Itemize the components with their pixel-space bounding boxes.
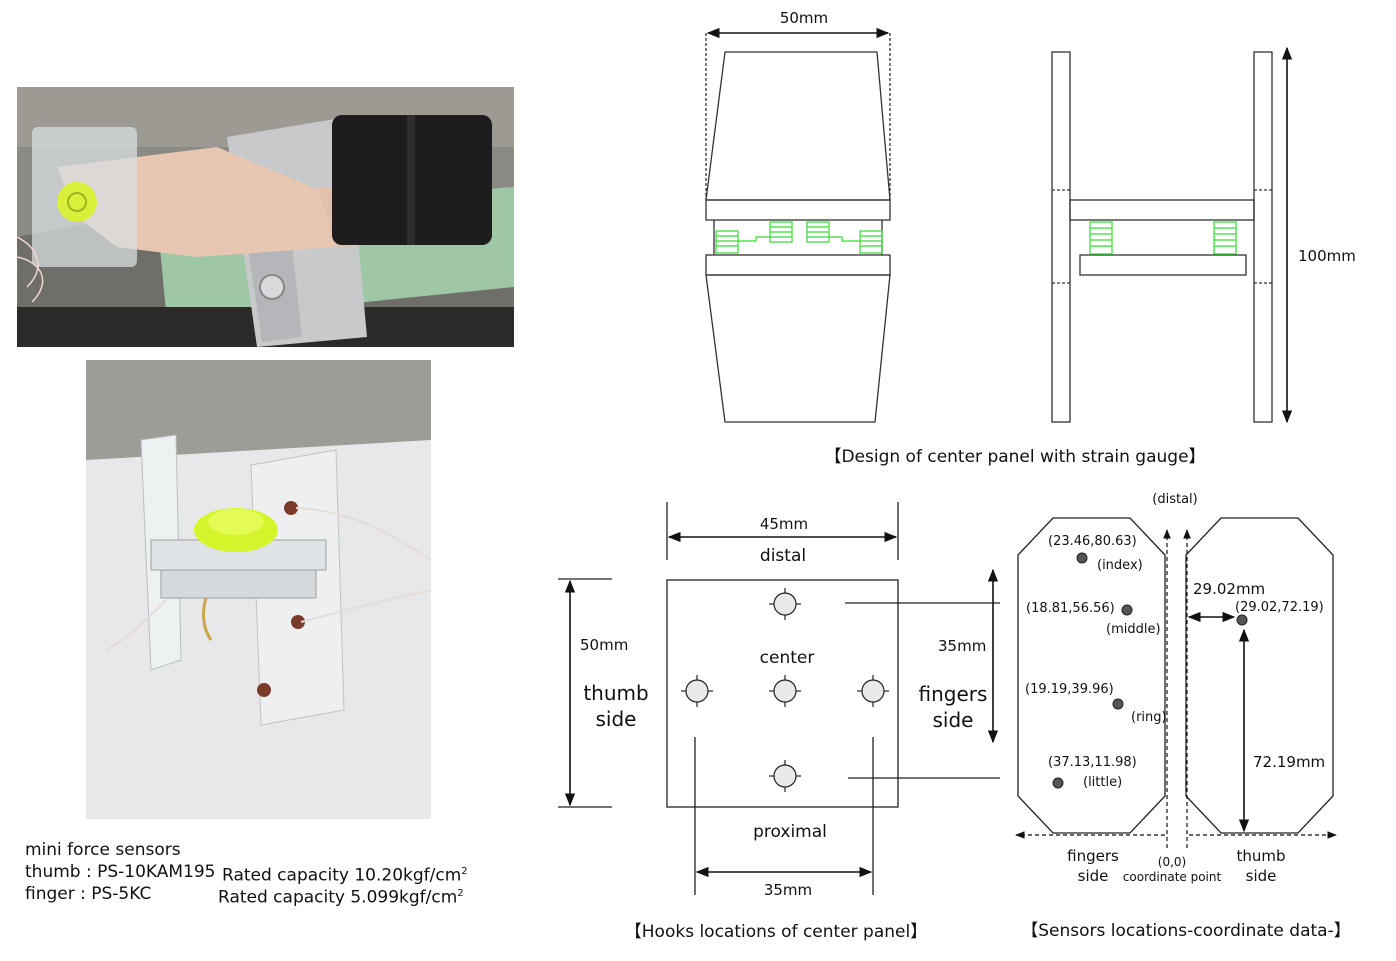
- thumb-side-label-line1: thumb: [583, 681, 648, 705]
- hook-marker-center: [769, 675, 801, 707]
- mini-sensors-title: mini force sensors: [25, 840, 181, 860]
- finger-sensor-row: finger : PS-5KC Rated capacity 5.099kgf/…: [25, 883, 464, 908]
- origin-label: (0,0): [1158, 855, 1186, 869]
- sensor-name-middle: (middle): [1106, 622, 1161, 637]
- finger-sensor-model: finger : PS-5KC: [25, 884, 152, 904]
- dim-35mm-vertical-label: 35mm: [938, 637, 986, 655]
- sensor-dot-little: [1052, 777, 1064, 789]
- hook-marker-left: [681, 675, 713, 707]
- wrist-device-photo: [17, 87, 514, 347]
- sensors-fingers-side-line2: side: [1078, 867, 1109, 885]
- fingers-side-label-line1: fingers: [919, 682, 988, 706]
- sensors-thumb-side-line2: side: [1246, 867, 1277, 885]
- sensor-coord-ring: (19.19,39.96): [1025, 682, 1114, 697]
- sensor-dot-index: [1076, 552, 1088, 564]
- hook-marker-top: [769, 588, 801, 620]
- thumb-sensor-capacity: Rated capacity 10.20kgf/cm2: [222, 865, 468, 886]
- center-label: center: [760, 648, 815, 668]
- proximal-label: proximal: [753, 822, 827, 842]
- mini-force-sensors-spec: mini force sensors thumb : PS-10KAM195 R…: [25, 839, 468, 908]
- sensor-coord-middle: (18.81,56.56): [1026, 601, 1115, 616]
- design-caption: 【Design of center panel with strain gaug…: [824, 447, 1205, 467]
- dim-50mm-vertical-label: 50mm: [580, 636, 628, 654]
- sensor-plates: [1017, 517, 1334, 834]
- sensor-coord-index: (23.46,80.63): [1048, 534, 1137, 549]
- sensor-dot-thumb: [1236, 614, 1248, 626]
- sensor-name-little: (little): [1083, 775, 1122, 790]
- hooks-caption: 【Hooks locations of center panel】: [625, 922, 927, 942]
- dim-50mm-label: 50mm: [780, 9, 828, 27]
- fingers-side-label-line2: side: [933, 708, 974, 732]
- thumb-sensor-row: thumb : PS-10KAM195 Rated capacity 10.20…: [25, 861, 468, 886]
- sensor-dot-ring: [1112, 698, 1124, 710]
- thumb-side-label-line2: side: [596, 707, 637, 731]
- strain-gauges-side: [1089, 221, 1237, 255]
- dim-29mm-label: 29.02mm: [1193, 580, 1265, 598]
- dim-45mm-label: 45mm: [760, 515, 808, 533]
- dim-100mm-label: 100mm: [1298, 247, 1356, 265]
- hook-marker-bottom: [769, 760, 801, 792]
- thumb-capacity-superscript: 2: [461, 866, 468, 877]
- sensor-coord-thumb: (29.02,72.19): [1235, 600, 1324, 615]
- dim-72mm-label: 72.19mm: [1253, 753, 1325, 771]
- sensors-distal-label: (distal): [1152, 492, 1197, 507]
- hook-marker-right: [857, 675, 889, 707]
- dim-35mm-horizontal-label: 35mm: [764, 881, 812, 899]
- thumb-sensor-model: thumb : PS-10KAM195: [25, 862, 216, 882]
- center-panel-front-view: [705, 33, 891, 423]
- sensor-name-ring: (ring): [1131, 710, 1167, 725]
- sensor-dot-middle: [1121, 604, 1133, 616]
- sensor-coord-little: (37.13,11.98): [1048, 755, 1137, 770]
- center-panel-side-view: [1051, 51, 1273, 423]
- sensors-fingers-side-line1: fingers: [1067, 847, 1119, 865]
- sensors-thumb-side-line1: thumb: [1236, 847, 1285, 865]
- strain-gauges-front: [715, 221, 883, 254]
- finger-capacity-superscript: 2: [457, 888, 464, 899]
- hooks-panel: [558, 502, 1000, 895]
- origin-caption: coordinate point: [1123, 870, 1222, 884]
- distal-label: distal: [760, 546, 806, 566]
- sensor-assembly-photo: [86, 360, 431, 819]
- finger-sensor-capacity: Rated capacity 5.099kgf/cm2: [218, 887, 464, 908]
- sensor-name-index: (index): [1097, 558, 1143, 573]
- sensors-caption: 【Sensors locations-coordinate data-】: [1021, 921, 1350, 941]
